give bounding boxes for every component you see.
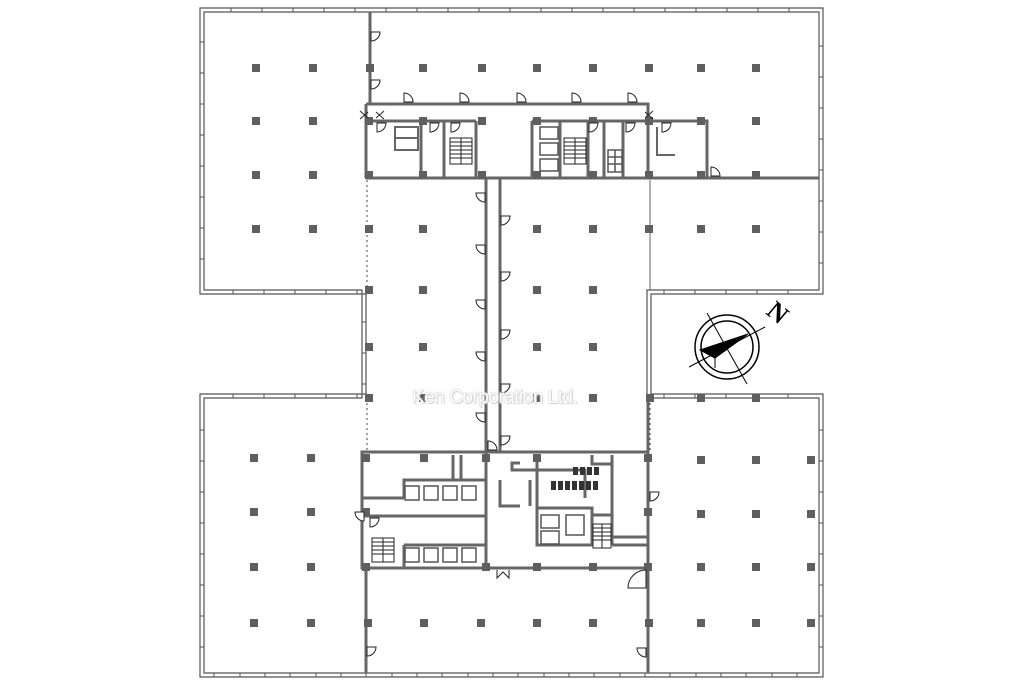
window-mullions [200, 8, 823, 677]
lease-lines [366, 180, 651, 452]
stair-south-west [371, 537, 395, 563]
exterior-wall [199, 7, 824, 678]
stair-north-west [449, 137, 473, 165]
elevators [404, 126, 623, 563]
interior-walls [360, 12, 819, 673]
stairwell-icons [371, 137, 612, 563]
restroom-fixtures [551, 467, 599, 490]
stair-south-east [592, 523, 612, 549]
doors [354, 31, 721, 658]
north-arrow-compass-icon [688, 312, 766, 385]
stair-north-east [563, 137, 587, 165]
